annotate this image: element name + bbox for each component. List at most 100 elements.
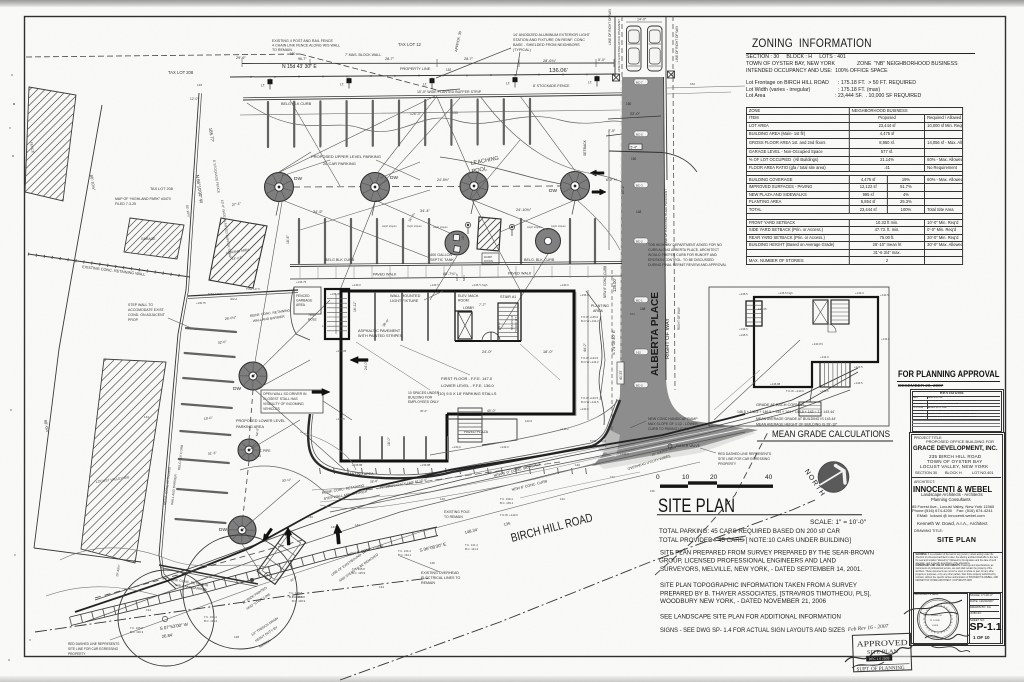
svg-text:REINF. CONC. RETAINING: REINF. CONC. RETAINING <box>321 484 364 495</box>
svg-text:KENNETH: KENNETH <box>931 615 942 617</box>
svg-text:24’-5½″: 24’-5½″ <box>437 178 450 182</box>
svg-text:T.O.W +145.0: T.O.W +145.0 <box>581 315 599 319</box>
svg-text:STEP WALL TO: STEP WALL TO <box>128 303 153 307</box>
svg-text:PROPOSED UPPER LEVEL PARKING: PROPOSED UPPER LEVEL PARKING <box>311 154 381 159</box>
svg-text:T.C. 136.8: T.C. 136.8 <box>292 595 305 599</box>
svg-text:DW: DW <box>219 527 227 533</box>
svg-text:ELECTRICAL LINES TO: ELECTRICAL LINES TO <box>421 576 460 580</box>
svg-text:LINE OF EXISTING ROAD PAVEMENT: LINE OF EXISTING ROAD PAVEMENT <box>664 189 668 245</box>
svg-text:STATION AND FIXTURE ON REINF.: STATION AND FIXTURE ON REINF. CONC <box>513 38 585 42</box>
svg-text:SUPT. OF PLANNING: SUPT. OF PLANNING <box>857 665 905 673</box>
svg-text:0: 0 <box>656 474 660 481</box>
svg-text:+143.5: +143.5 <box>820 389 829 393</box>
svg-text:PLANTING: PLANTING <box>591 304 609 308</box>
svg-text:BC-0: BC-0 <box>636 383 643 387</box>
svg-text:10 SPACES UNDER: 10 SPACES UNDER <box>408 391 440 395</box>
svg-text:136: 136 <box>650 489 655 493</box>
svg-text:+146.5: +146.5 <box>739 327 748 331</box>
svg-text:x: x <box>466 73 468 77</box>
svg-text:152: 152 <box>446 68 452 72</box>
svg-text:TO REMAIN: TO REMAIN <box>272 48 292 52</box>
svg-text:DURING FINAL PERMIT REVIEW AND: DURING FINAL PERMIT REVIEW AND APPROVAL <box>648 263 727 267</box>
svg-text:10″ WATER MAIN: 10″ WATER MAIN <box>651 445 677 457</box>
svg-text:6’-0″ +/-: 6’-0″ +/- <box>606 178 618 182</box>
svg-text:TAX LOT 208: TAX LOT 208 <box>168 70 194 75</box>
svg-text:SCALE: 1″ = 10’-0″: SCALE: 1″ = 10’-0″ <box>810 519 867 526</box>
svg-text:T.C. 136.8: T.C. 136.8 <box>130 626 143 630</box>
svg-text:EXISTING OVERHEAD: EXISTING OVERHEAD <box>421 571 459 575</box>
svg-text:WALL AND BARRIER: WALL AND BARRIER <box>253 314 286 323</box>
svg-text:LT.: LT. <box>322 324 326 328</box>
svg-text:GARAGE: GARAGE <box>141 237 156 241</box>
svg-text:180: 180 <box>290 52 296 56</box>
svg-text:136.06’: 136.06’ <box>549 68 568 74</box>
svg-text:+143.0: +143.0 <box>855 291 864 295</box>
svg-text:13408: 13408 <box>932 625 939 627</box>
svg-text:Asph slopes: Asph slopes <box>551 224 566 228</box>
svg-text:VEHICLES: VEHICLES <box>263 407 281 411</box>
svg-text:4 CHAIN LINK FENCE ALONG W/S W: 4 CHAIN LINK FENCE ALONG W/S WALL <box>272 44 340 48</box>
svg-text:FILED 7-3-25: FILED 7-3-25 <box>115 202 136 206</box>
svg-text:B.C. 136.3: B.C. 136.3 <box>130 630 144 634</box>
svg-text:28-7″: 28-7″ <box>464 57 474 61</box>
svg-text:150: 150 <box>626 102 632 106</box>
svg-text:HOLE: HOLE <box>308 318 317 322</box>
svg-text:REINF. CONC RETAINING: REINF. CONC RETAINING <box>163 466 172 505</box>
svg-text:FIRST FLOOR - F.F.E. 147.0: FIRST FLOOR - F.F.E. 147.0 <box>441 376 493 381</box>
svg-text:SITE LINE FOR CAR EGRESSING: SITE LINE FOR CAR EGRESSING <box>68 647 119 651</box>
svg-text:150: 150 <box>452 111 458 115</box>
svg-text:40’-57: 40’-57 <box>619 370 623 380</box>
svg-text:7’-7″: 7’-7″ <box>479 303 487 307</box>
svg-text:LINE OF EXISTING ROAD PAVEMENT: LINE OF EXISTING ROAD PAVEMENT <box>617 19 621 72</box>
svg-text:T.C. 134.4: T.C. 134.4 <box>204 615 217 619</box>
svg-text:FENCE: FENCE <box>29 141 35 154</box>
svg-text:134: 134 <box>379 585 384 589</box>
svg-text:SETBACK: SETBACK <box>583 139 587 156</box>
svg-text:B.C. 136.9: B.C. 136.9 <box>292 599 306 603</box>
svg-text:34’-4″: 34’-4″ <box>420 209 430 213</box>
svg-text:24’-0″: 24’-0″ <box>364 360 368 370</box>
svg-text:+136.75: +136.75 <box>296 280 307 284</box>
svg-text:LEACHING: LEACHING <box>470 156 499 167</box>
svg-text:+143.5: +143.5 <box>854 381 863 385</box>
svg-text:GRADE AT EACH CORNER -: GRADE AT EACH CORNER - <box>756 403 807 407</box>
svg-text:BELG BLK CURB: BELG BLK CURB <box>177 444 184 470</box>
svg-text:T.C. 141.4: T.C. 141.4 <box>465 543 478 547</box>
svg-text:+146.88: +146.88 <box>770 382 781 386</box>
svg-text:DW: DW <box>390 175 398 181</box>
svg-text:LOCUST VALLEY RW: LOCUST VALLEY RW <box>96 475 131 484</box>
svg-text:REMAIN: REMAIN <box>421 581 435 585</box>
svg-text:TOW 147.3: TOW 147.3 <box>208 292 222 296</box>
svg-text:138: 138 <box>234 635 239 639</box>
svg-text:+146.5 high: +146.5 high <box>778 291 793 295</box>
svg-text:EXISTING 4 POST AND RAIL FENCE: EXISTING 4 POST AND RAIL FENCE <box>272 39 334 43</box>
svg-text:SURVEYORS, MELVILLE, NEW YORK,: SURVEYORS, MELVILLE, NEW YORK, - DATED S… <box>660 566 862 573</box>
svg-text:SITE PLAN: SITE PLAN <box>658 495 735 517</box>
svg-text:WALL MOUNTED: WALL MOUNTED <box>390 294 421 298</box>
svg-text:7’R AND 11’T: 7’R AND 11’T <box>514 316 518 333</box>
svg-text:14’-2.5″: 14’-2.5″ <box>232 255 244 261</box>
svg-text:T.C. 139.4: T.C. 139.4 <box>500 497 513 501</box>
svg-text:98’-0½″: 98’-0½″ <box>43 419 50 434</box>
svg-text:Asph slopes: Asph slopes <box>433 225 448 229</box>
svg-text:TOTAL PROVIDED= 45 CARS [ NOTE: TOTAL PROVIDED= 45 CARS [ NOTE:10 CARS U… <box>659 537 851 544</box>
svg-text:20: 20 <box>710 474 718 481</box>
svg-text:DOWN: DOWN <box>484 259 493 263</box>
svg-text:LOBBY: LOBBY <box>463 306 475 310</box>
svg-text:Asph slopes: Asph slopes <box>382 224 397 228</box>
svg-text:PROP.: PROP. <box>128 318 139 322</box>
svg-text:26.84’: 26.84’ <box>161 632 173 639</box>
svg-text:+136.0: +136.0 <box>580 293 589 297</box>
svg-text:146.5 + 146.5 + 146.5 + 144 +: 146.5 + 146.5 + 146.5 + 144 + 144 + 143.… <box>737 410 835 414</box>
svg-text:36’-0″: 36’-0″ <box>289 575 298 583</box>
svg-text:136: 136 <box>503 520 511 527</box>
svg-text:PROPERTY: PROPERTY <box>68 652 86 656</box>
svg-text:+140.0: +140.0 <box>580 407 589 411</box>
svg-text:7' MAS. BLOCK WALL: 7' MAS. BLOCK WALL <box>345 53 381 57</box>
svg-text:LT.: LT. <box>340 83 344 87</box>
svg-text:140: 140 <box>440 497 445 501</box>
svg-text:32’-0″: 32’-0″ <box>218 340 228 345</box>
svg-text:29'-6″: 29'-6″ <box>236 56 246 60</box>
svg-text:138: 138 <box>430 561 435 565</box>
svg-text:TAX LOT 12: TAX LOT 12 <box>398 42 422 47</box>
